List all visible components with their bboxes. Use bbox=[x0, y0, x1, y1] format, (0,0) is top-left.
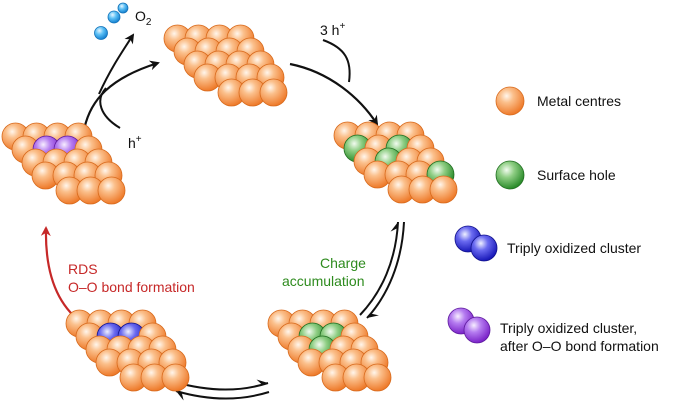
legend-label: Metal centres bbox=[537, 93, 621, 109]
legend-purple-sphere bbox=[463, 316, 491, 344]
arrow-3h-plus-branch bbox=[322, 39, 351, 83]
o2-subscript: 2 bbox=[146, 17, 152, 28]
legend-blue-sphere bbox=[470, 234, 498, 262]
clusters bbox=[1, 24, 458, 392]
bottom-left-cluster bbox=[65, 309, 190, 392]
legend-green-sphere bbox=[495, 160, 525, 190]
arrow-o2-release bbox=[98, 33, 135, 95]
accumulation-label: accumulation bbox=[282, 273, 365, 289]
legend-item-triply-oxidized-cluster: Triply oxidized cluster bbox=[454, 225, 641, 262]
o2-bubble bbox=[107, 10, 121, 24]
legend-label: Triply oxidized cluster bbox=[507, 240, 641, 256]
oo-bond-formation-label: O–O bond formation bbox=[68, 279, 195, 295]
arrow-right-up bbox=[359, 221, 399, 316]
legend-orange-sphere bbox=[495, 86, 525, 116]
rds-label: RDS bbox=[68, 261, 98, 277]
arrow-bottom-left bbox=[175, 390, 270, 401]
h-plus-label: h+ bbox=[128, 134, 142, 151]
left-cluster bbox=[1, 122, 126, 205]
o2-label: O2 bbox=[135, 8, 152, 28]
top-cluster bbox=[163, 24, 288, 107]
three-h-plus-label: 3 h+ bbox=[320, 21, 345, 38]
h-plus-superscript: + bbox=[136, 134, 142, 145]
metal-centre-sphere bbox=[259, 78, 288, 107]
arrow-right-down bbox=[366, 221, 405, 319]
legend-item-triply-oxidized-after-oo: Triply oxidized cluster, after O–O bond … bbox=[447, 307, 659, 354]
legend-label-line2: after O–O bond formation bbox=[500, 338, 659, 354]
cycle-arrows bbox=[40, 33, 405, 401]
o2-bubbles bbox=[94, 2, 129, 40]
o2-bubble bbox=[94, 26, 108, 40]
charge-label: Charge bbox=[320, 255, 366, 271]
legend: Metal centres Surface hole Triply oxidiz… bbox=[447, 86, 659, 354]
metal-centre-sphere bbox=[429, 175, 458, 204]
o2-bubble bbox=[117, 2, 129, 14]
legend-label: Surface hole bbox=[537, 167, 616, 183]
metal-centre-sphere bbox=[161, 363, 190, 392]
arrow-top-to-right bbox=[289, 62, 379, 126]
three-h-plus-superscript: + bbox=[339, 21, 345, 32]
arrow-h-plus-branch bbox=[99, 87, 121, 129]
metal-centre-sphere bbox=[97, 176, 126, 205]
arrow-bottom-right bbox=[174, 379, 269, 391]
legend-item-metal-centres: Metal centres bbox=[495, 86, 621, 116]
legend-label: Triply oxidized cluster, bbox=[500, 320, 637, 336]
metal-centre-sphere bbox=[363, 363, 392, 392]
bottom-right-cluster bbox=[267, 309, 392, 392]
arrow-left-to-top bbox=[82, 60, 160, 131]
legend-item-surface-hole: Surface hole bbox=[495, 160, 616, 190]
right-cluster bbox=[333, 121, 458, 204]
